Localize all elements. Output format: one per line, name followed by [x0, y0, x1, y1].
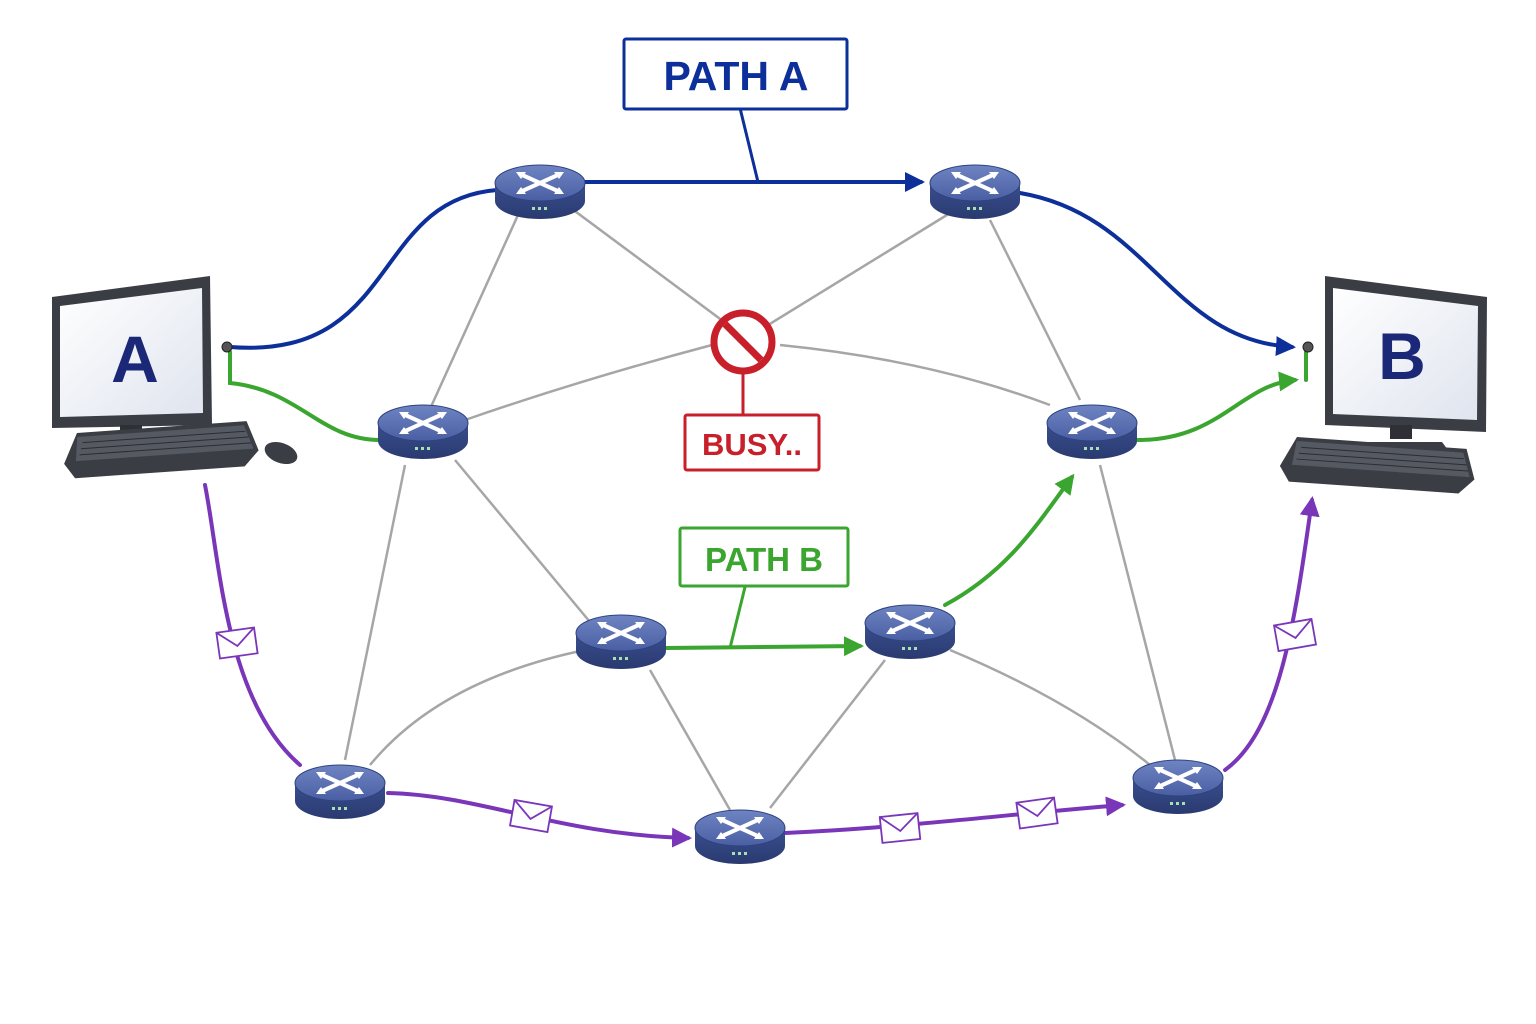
- mesh-link: [559, 198, 736, 332]
- router-icon: [1131, 758, 1225, 816]
- mesh-link: [464, 343, 713, 422]
- port-dot-b: [1302, 341, 1314, 353]
- computer-b: B: [1278, 276, 1487, 495]
- path-a-segment: [228, 188, 499, 350]
- mesh-link: [343, 464, 407, 761]
- envelope-icon: [1015, 796, 1059, 830]
- path-a-label-connector: [738, 107, 760, 183]
- mesh-link: [769, 659, 886, 809]
- router-icon: [863, 603, 957, 661]
- router-icon: [574, 613, 668, 671]
- path-b-segment: [663, 636, 864, 657]
- router-icon: [928, 163, 1022, 221]
- busy-label: BUSY..: [683, 413, 821, 472]
- mesh-link: [648, 669, 732, 811]
- keyboard-b: [1278, 435, 1478, 495]
- path-b: [228, 350, 1308, 657]
- path-c: [203, 483, 1320, 848]
- mesh-link: [454, 459, 591, 623]
- mesh-link: [949, 648, 1151, 766]
- no-entry-icon: [710, 309, 776, 375]
- path-c-segment: [203, 483, 302, 767]
- envelope-icon: [878, 812, 922, 844]
- path-a: [228, 172, 1296, 357]
- mesh-link: [779, 343, 1051, 407]
- mesh-link: [1098, 464, 1177, 761]
- envelope-icon: [215, 626, 259, 660]
- envelope-icon: [1273, 617, 1317, 653]
- mesh-links: [343, 198, 1177, 811]
- router-icon: [493, 163, 587, 221]
- path-b-label-text: PATH B: [705, 541, 823, 578]
- router-icon: [1045, 403, 1139, 461]
- router-icon: [293, 763, 387, 821]
- computer-a: A: [52, 276, 298, 480]
- path-b-label-connector: [728, 586, 747, 649]
- path-c-segment: [783, 796, 1126, 835]
- busy-label-text: BUSY..: [702, 427, 802, 462]
- path-b-segment: [943, 473, 1075, 607]
- computer-b-label: B: [1378, 319, 1426, 393]
- path-a-label-text: PATH A: [663, 53, 808, 99]
- mesh-link: [988, 219, 1082, 401]
- mesh-link: [369, 648, 586, 766]
- path-b-segment: [1136, 371, 1299, 442]
- mesh-link: [423, 214, 520, 421]
- port-dot-a: [221, 341, 233, 353]
- computer-a-label: A: [111, 322, 159, 396]
- path-b-segment: [228, 350, 382, 442]
- mesh-link: [759, 208, 956, 332]
- desktop-computer-icon: A: [52, 276, 298, 480]
- keyboard-a: [61, 419, 261, 480]
- envelope-icon: [509, 798, 553, 834]
- path-c-segment: [1223, 496, 1320, 772]
- path-a-segment: [1018, 191, 1296, 357]
- router-icon: [376, 403, 470, 461]
- router-icon: [693, 808, 787, 866]
- desktop-computer-icon: B: [1278, 276, 1487, 495]
- path-a-label: PATH A: [622, 37, 849, 111]
- path-b-label: PATH B: [678, 526, 850, 588]
- mouse-icon: [264, 441, 298, 465]
